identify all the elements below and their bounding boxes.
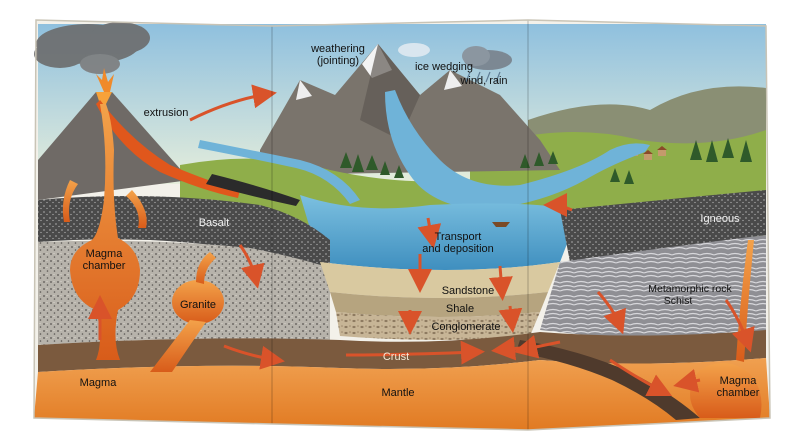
label-magma-chamber-right-top: Magma [720,375,758,387]
label-metamorphic: Metamorphic rock [648,283,732,295]
volcano [38,68,300,206]
label-weathering: weathering [310,43,365,55]
label-transport: Transport [435,231,482,243]
label-conglomerate: Conglomerate [431,321,500,333]
subducting-plate [516,340,700,420]
label-deposition: and deposition [422,243,494,255]
label-igneous: Igneous [700,213,740,225]
label-magma: Magma [80,377,118,389]
label-basalt: Basalt [199,217,230,229]
conglomerate-layer [336,312,540,340]
igneous-layer-right [560,190,766,262]
label-schist: Schist [664,295,693,307]
trees [340,138,752,184]
label-wind-rain: wind, rain [459,75,507,87]
label-mantle: Mantle [381,387,414,399]
small-cloud [398,43,430,57]
rain-cloud-icon [462,46,512,83]
stream-left [198,140,360,204]
volcano-smoke-icon [34,22,150,74]
label-shale: Shale [446,303,474,315]
label-extrusion: extrusion [144,107,189,119]
label-magma-chamber-top: Magma [86,248,124,260]
label-granite: Granite [180,299,216,311]
label-magma-chamber-bottom: chamber [83,260,126,272]
process-arrows [88,84,755,397]
label-crust: Crust [383,351,409,363]
paper-folds [33,19,771,431]
metamorphic-schist-layer [540,235,766,342]
label-jointing: (jointing) [317,55,359,67]
mantle-layer [34,358,770,430]
magma-plumbing-left [62,104,224,372]
label-sandstone: Sandstone [442,285,495,297]
label-magma-chamber-right-bottom: chamber [717,387,760,399]
boat-icon [492,222,510,227]
label-ice-wedging: ice wedging [415,61,473,73]
diagram-labels: weathering (jointing) ice wedging wind, … [80,43,760,399]
river [385,90,650,210]
